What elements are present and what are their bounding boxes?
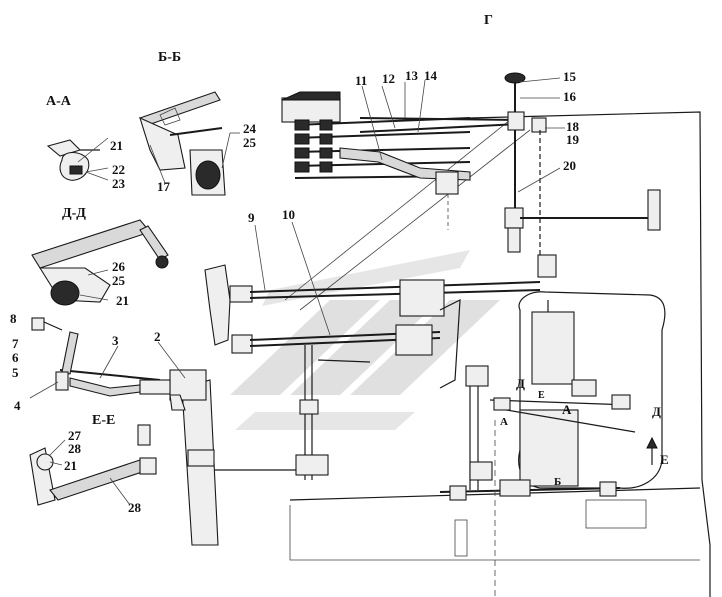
section-labels: Г Б-Б А-А Д-Д Е-Е xyxy=(46,13,493,428)
section-label-dd: Д-Д xyxy=(62,206,86,221)
callout-26: 26 xyxy=(112,259,126,274)
callout-24: 24 xyxy=(243,121,257,136)
rod-assembly-9-10 xyxy=(204,264,541,480)
callout-15: 15 xyxy=(563,69,577,84)
view-mark-a2: А xyxy=(500,416,508,428)
section-ee-detail xyxy=(29,424,157,506)
lever-cluster-top xyxy=(281,91,521,230)
callout-17: 17 xyxy=(157,179,171,194)
section-dd-detail xyxy=(31,219,169,306)
view-mark-d1: Д xyxy=(516,376,525,391)
callout-labels: 1 2 3 4 5 6 7 8 9 10 11 12 13 14 15 16 1… xyxy=(10,68,580,515)
callout-10: 10 xyxy=(282,207,295,222)
callout-2: 2 xyxy=(154,329,161,344)
view-marks: Д Е А А Д Е Б xyxy=(500,376,669,488)
shift-lever-vertical xyxy=(504,72,661,278)
callout-21-dd: 21 xyxy=(116,293,129,308)
callout-28-ee-bottom: 28 xyxy=(128,500,142,515)
callout-20: 20 xyxy=(563,158,576,173)
callout-28-ee: 28 xyxy=(68,441,82,456)
callout-12: 12 xyxy=(382,71,395,86)
pedal-assembly xyxy=(31,317,250,546)
callout-22: 22 xyxy=(112,162,125,177)
callout-7: 7 xyxy=(12,336,19,351)
callout-5: 5 xyxy=(12,365,19,380)
cab-frame xyxy=(284,111,711,597)
callout-21-ee: 21 xyxy=(64,458,77,473)
gearbox-housing xyxy=(518,291,666,489)
callout-14: 14 xyxy=(424,68,438,83)
callout-19: 19 xyxy=(566,132,580,147)
section-label-bb: Б-Б xyxy=(158,50,181,65)
view-mark-e2: Е xyxy=(660,452,669,467)
view-mark-d2: Д xyxy=(652,404,661,419)
callout-16: 16 xyxy=(563,89,577,104)
section-bb-detail xyxy=(139,91,226,196)
callout-8: 8 xyxy=(10,311,17,326)
callout-4: 4 xyxy=(14,398,21,413)
callout-11: 11 xyxy=(355,73,367,88)
callout-18: 18 xyxy=(566,119,580,134)
callout-6: 6 xyxy=(12,350,19,365)
callout-3: 3 xyxy=(112,333,119,348)
gearbox-linkage-bottom xyxy=(439,365,658,597)
callout-9: 9 xyxy=(248,210,255,225)
view-mark-b: Б xyxy=(554,476,561,488)
section-label-aa: А-А xyxy=(46,94,72,109)
callout-25-bb: 25 xyxy=(243,135,257,150)
callout-25-dd: 25 xyxy=(112,273,126,288)
leader-lines xyxy=(29,77,565,506)
callout-13: 13 xyxy=(405,68,419,83)
section-label-g: Г xyxy=(484,13,493,28)
section-label-ee: Е-Е xyxy=(92,413,115,428)
callout-27: 27 xyxy=(68,428,82,443)
callout-23: 23 xyxy=(112,176,126,191)
view-mark-a1: А xyxy=(562,402,572,417)
callout-21-aa: 21 xyxy=(110,138,123,153)
view-mark-e1: Е xyxy=(538,390,545,401)
